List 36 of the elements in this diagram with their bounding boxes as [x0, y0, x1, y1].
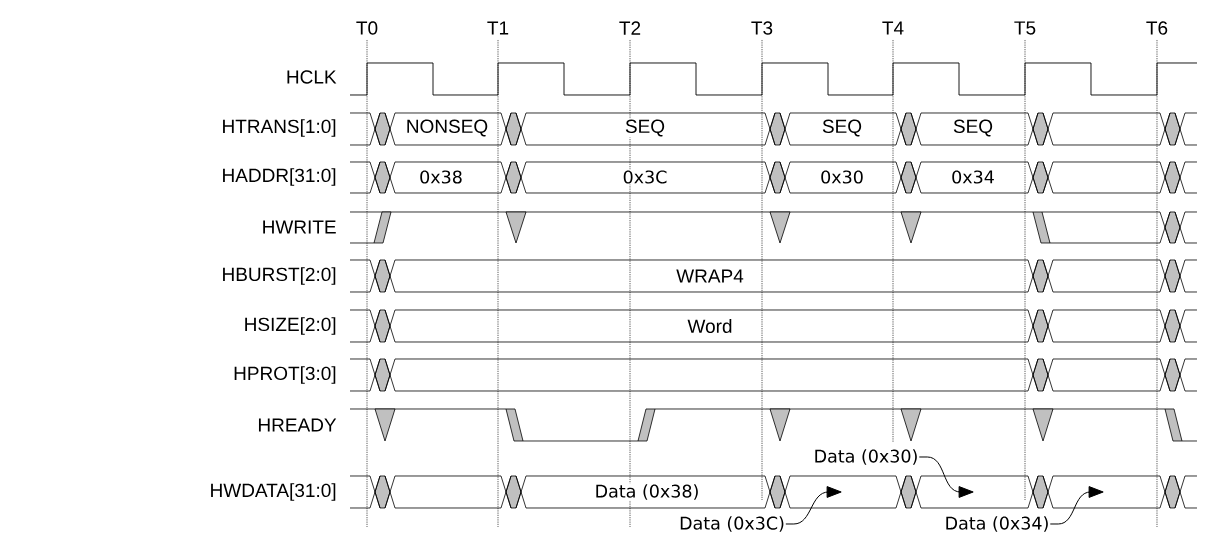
bus-value: 0x34 — [950, 169, 996, 185]
time-label: T3 — [751, 21, 773, 35]
bus-segment — [842, 475, 897, 509]
annotation-text: Data (0x3C) — [680, 516, 784, 532]
leader-arrow — [918, 456, 974, 498]
leader-arrow — [1049, 486, 1104, 525]
time-label: T5 — [1014, 21, 1036, 35]
time-label: T0 — [356, 21, 378, 35]
bus-value: SEQ — [623, 118, 667, 138]
bus-value: NONSEQ — [404, 118, 490, 138]
bus-value: Data (0x38) — [593, 483, 701, 501]
signal-name: HWRITE — [263, 220, 336, 234]
signal-name: HBURST[2:0] — [223, 267, 336, 285]
bus-segment — [1104, 475, 1161, 509]
signal-name: HWDATA[31:0] — [211, 483, 336, 501]
bus-value: 0x30 — [819, 169, 865, 185]
annotation-text: Data (0x30) — [815, 449, 917, 465]
time-label: T6 — [1146, 21, 1168, 35]
bus-value: Word — [686, 318, 734, 334]
signal-name: HSIZE[2:0] — [245, 317, 336, 335]
bus-value: 0x3C — [621, 169, 669, 185]
annotation-text: Data (0x34) — [946, 516, 1048, 532]
bus-value: 0x38 — [418, 169, 464, 185]
bus-segment — [974, 475, 1029, 509]
signal-name: HADDR[31:0] — [223, 168, 336, 186]
signal-name: HCLK — [287, 70, 337, 84]
time-label: T1 — [487, 21, 509, 35]
signal-name: HTRANS[1:0] — [223, 119, 336, 137]
bus-value: WRAP4 — [675, 268, 745, 284]
signal-name: HPROT[3:0] — [234, 366, 336, 384]
time-label: T2 — [619, 21, 641, 35]
signal-name: HREADY — [259, 418, 337, 432]
time-label: T4 — [882, 21, 904, 35]
bus-value: SEQ — [820, 118, 864, 138]
leader-arrow — [785, 486, 842, 525]
bus-value: SEQ — [951, 118, 995, 138]
